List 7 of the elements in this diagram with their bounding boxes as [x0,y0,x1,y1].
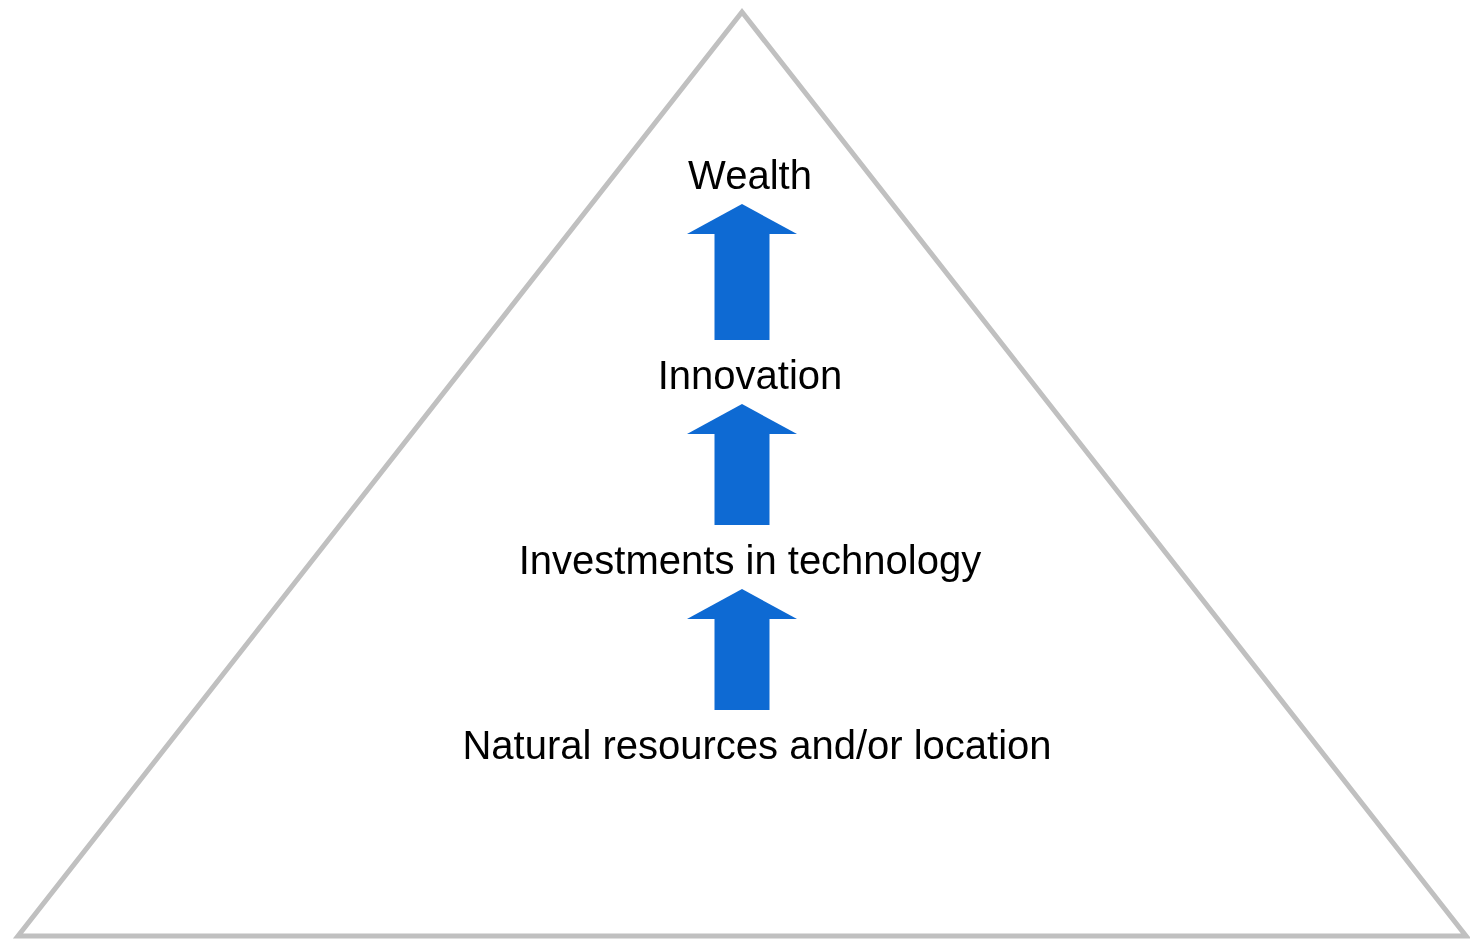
level-label: Investments in technology [518,537,982,583]
level-label: Wealth [688,152,812,198]
level-label: Natural resources and/or location [462,722,1052,768]
block-arrow [687,204,797,340]
block-arrow [687,589,797,710]
block-arrow [687,404,797,525]
level-label: Innovation [657,352,843,398]
